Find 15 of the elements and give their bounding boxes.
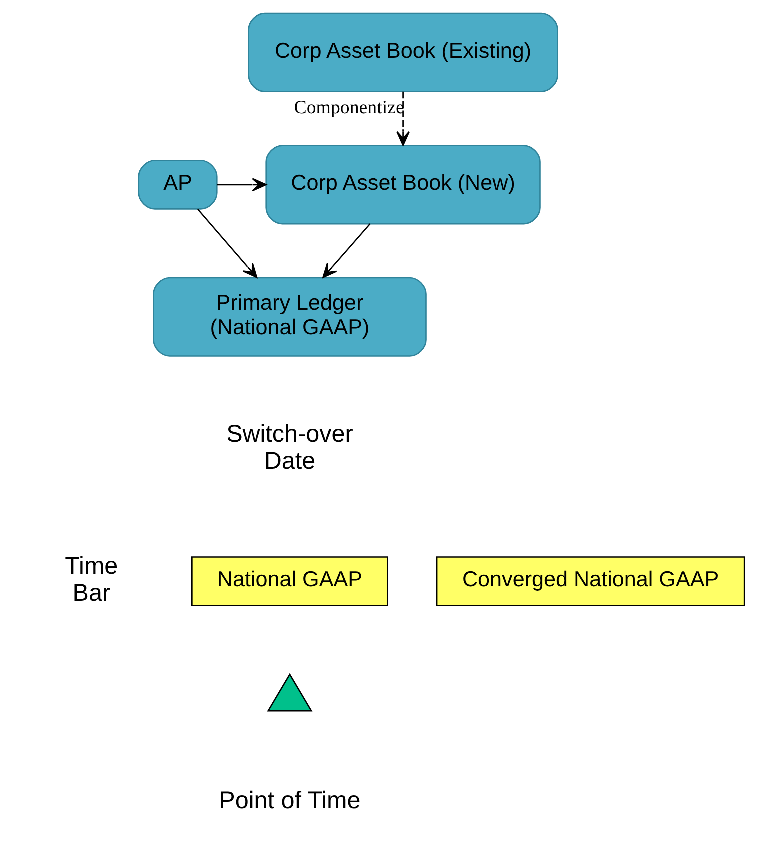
node-box: AP: [138, 160, 218, 210]
node-triangle: [266, 673, 312, 712]
label: Time Bar: [64, 552, 118, 607]
label: Switch-over Date: [226, 420, 353, 475]
arrow: [197, 208, 258, 278]
node-box: Converged National GAAP: [436, 556, 745, 606]
node-box: Corp Asset Book (Existing): [248, 12, 558, 92]
node-box: Primary Ledger (National GAAP): [152, 277, 426, 357]
node-box: National GAAP: [190, 556, 388, 606]
label: Point of Time: [218, 788, 360, 815]
arrow: [396, 92, 410, 146]
edge-label: Componentize: [294, 97, 404, 118]
arrow: [322, 224, 370, 278]
node-box: Corp Asset Book (New): [265, 145, 540, 225]
arrow: [216, 178, 266, 192]
